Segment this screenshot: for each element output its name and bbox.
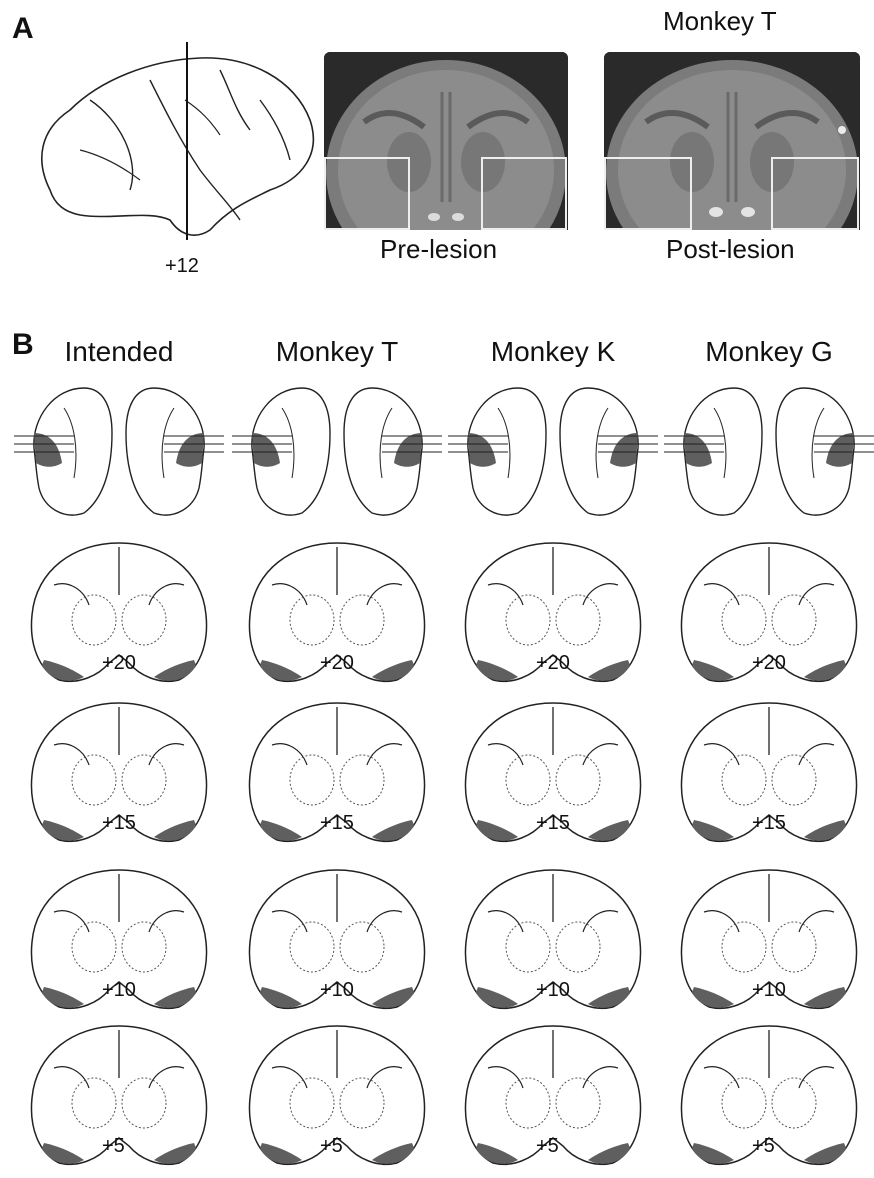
pre-lesion-mri-image — [324, 52, 568, 230]
coronal-section-monkey-k-row-2: +15 — [448, 695, 658, 855]
ventral-brain-view-monkey-t — [232, 378, 442, 523]
section-coordinate-label: +15 — [102, 813, 136, 833]
coronal-section-intended-row-3: +10 — [14, 862, 224, 1022]
coronal-section-monkey-k-row-4: +5 — [448, 1018, 658, 1178]
section-coordinate-label: +5 — [536, 1136, 559, 1156]
coronal-section-monkey-g-row-1: +20 — [664, 535, 874, 695]
post-lesion-mri-image — [604, 52, 860, 230]
section-coordinate-label: +15 — [752, 813, 786, 833]
ventral-brain-view-monkey-g — [664, 378, 874, 523]
coronal-section-monkey-k-row-3: +10 — [448, 862, 658, 1022]
subject-title: Monkey T — [663, 8, 777, 34]
coronal-section-monkey-t-row-3: +10 — [232, 862, 442, 1022]
section-coordinate-label: +10 — [320, 980, 354, 1000]
section-coordinate-label: +10 — [102, 980, 136, 1000]
column-header-monkey-k: Monkey K — [448, 338, 658, 366]
column-header-monkey-t: Monkey T — [232, 338, 442, 366]
pre-lesion-label: Pre-lesion — [380, 236, 497, 262]
ventral-brain-view-monkey-k — [448, 378, 658, 523]
coronal-section-intended-row-2: +15 — [14, 695, 224, 855]
coronal-section-monkey-t-row-2: +15 — [232, 695, 442, 855]
section-coordinate-label: +15 — [320, 813, 354, 833]
section-coordinate-label: +20 — [320, 653, 354, 673]
brain-coordinate-label: +12 — [165, 256, 199, 276]
section-coordinate-label: +5 — [752, 1136, 775, 1156]
coronal-section-intended-row-1: +20 — [14, 535, 224, 695]
section-coordinate-label: +15 — [536, 813, 570, 833]
coronal-section-monkey-k-row-1: +20 — [448, 535, 658, 695]
section-coordinate-label: +10 — [752, 980, 786, 1000]
lateral-brain-drawing — [30, 40, 330, 250]
column-header-monkey-g: Monkey G — [664, 338, 874, 366]
post-lesion-label: Post-lesion — [666, 236, 795, 262]
section-coordinate-label: +20 — [102, 653, 136, 673]
section-coordinate-label: +20 — [536, 653, 570, 673]
section-coordinate-label: +20 — [752, 653, 786, 673]
section-coordinate-label: +5 — [320, 1136, 343, 1156]
section-coordinate-label: +10 — [536, 980, 570, 1000]
ventral-brain-view-intended — [14, 378, 224, 523]
coronal-section-intended-row-4: +5 — [14, 1018, 224, 1178]
coronal-section-monkey-g-row-3: +10 — [664, 862, 874, 1022]
column-header-intended: Intended — [14, 338, 224, 366]
coronal-section-monkey-t-row-4: +5 — [232, 1018, 442, 1178]
coronal-section-monkey-g-row-2: +15 — [664, 695, 874, 855]
coronal-section-monkey-t-row-1: +20 — [232, 535, 442, 695]
section-coordinate-label: +5 — [102, 1136, 125, 1156]
coronal-section-monkey-g-row-4: +5 — [664, 1018, 874, 1178]
